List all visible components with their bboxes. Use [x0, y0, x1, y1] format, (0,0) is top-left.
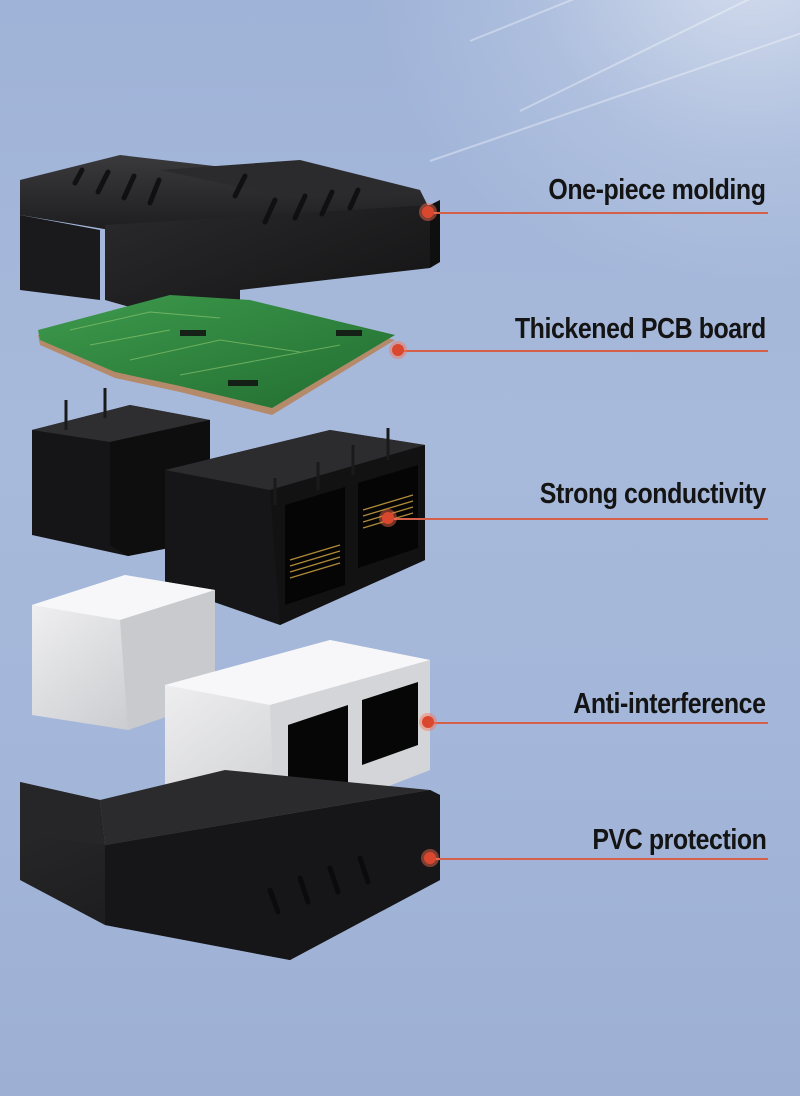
callout-dot	[422, 206, 434, 218]
callout-label-molding: One-piece molding	[548, 174, 767, 206]
callout-label-conductivity: Strong conductivity	[539, 478, 766, 510]
callout-label-pvc: PVC protection	[591, 824, 767, 856]
callout-line	[428, 212, 768, 214]
callout-line	[398, 350, 768, 352]
callout-dot	[392, 344, 404, 356]
pcb-board	[38, 295, 395, 415]
callout-line	[388, 518, 768, 520]
bottom-shell	[20, 770, 440, 960]
dual-jack-housing	[165, 428, 425, 625]
callout-line	[430, 858, 768, 860]
callout-dot	[424, 852, 436, 864]
callout-dot	[382, 512, 394, 524]
callout-line	[428, 722, 768, 724]
rj-port-left	[285, 487, 345, 605]
callout-label-interference: Anti-interference	[573, 688, 767, 720]
callout-dot	[422, 716, 434, 728]
callout-label-pcb: Thickened PCB board	[515, 313, 766, 345]
